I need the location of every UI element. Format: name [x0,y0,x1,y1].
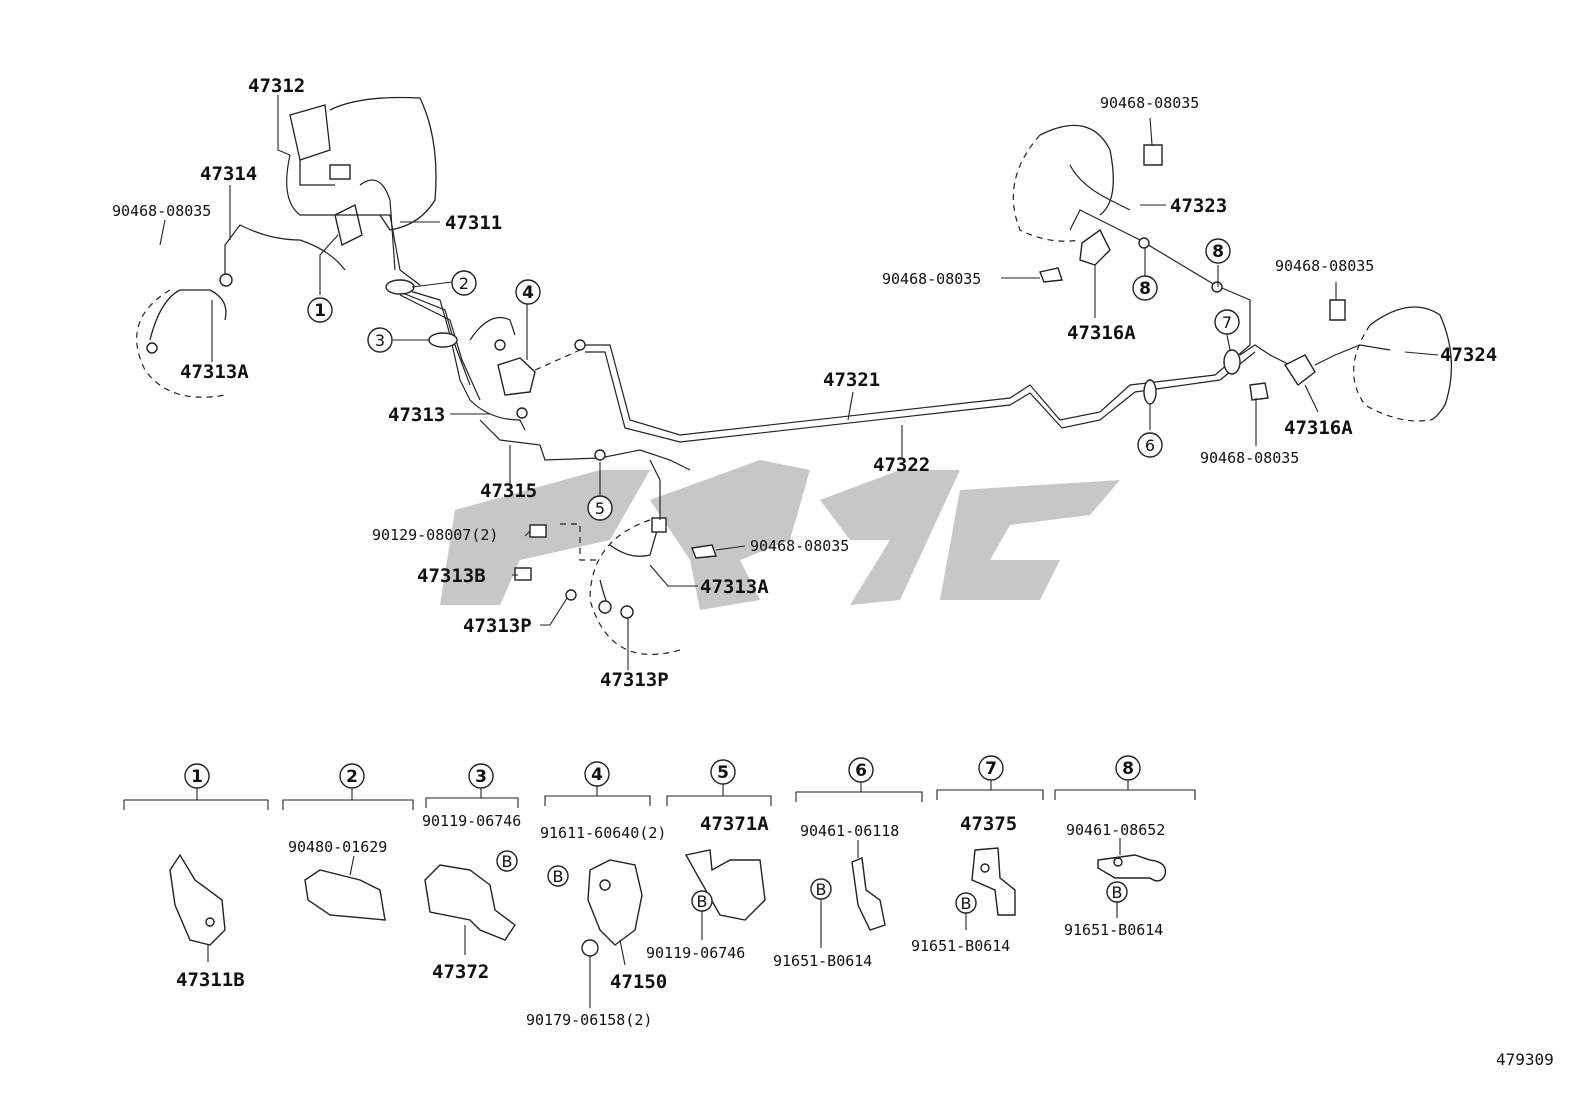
detail-4-part-91611: 91611-60640(2) [540,824,666,842]
svg-text:1: 1 [314,301,326,321]
callout-47324: 47324 [1440,344,1497,366]
callout-90468-b: 90468-08035 [750,537,849,555]
detail-8-part-90461: 90461-08652 [1066,821,1165,839]
callout-labels: 47312 47314 90468-08035 47311 47313A 473… [112,75,1497,691]
marker-2: 2 [451,270,477,296]
callout-47313P-a: 47313P [463,615,532,637]
callout-47316A-a: 47316A [1067,322,1136,344]
callout-47311: 47311 [445,212,502,234]
svg-text:B: B [697,892,708,911]
detail-7-part-91651: 91651-B0614 [911,937,1010,955]
svg-text:2: 2 [346,767,358,787]
detail-1: 1 47311B [123,763,269,991]
detail-6-part-91651: 91651-B0614 [773,952,872,970]
marker-1: 1 [307,297,333,323]
marker-4: 4 [515,279,541,305]
detail-4: 4 B 91611-60640(2) 90179-06158(2) 47150 [526,761,667,1029]
detail-8: 8 B 90461-08652 91651-B0614 [1054,755,1196,939]
detail-2: 2 90480-01629 [282,763,414,921]
master-cylinder [289,96,437,231]
callout-47313A-mid: 47313A [700,576,769,598]
marker-5: 5 [587,495,613,521]
callout-90468-e: 90468-08035 [1275,257,1374,275]
detail-3-part-90119: 90119-06746 [422,812,521,830]
svg-text:B: B [816,880,827,899]
callout-47322: 47322 [873,454,930,476]
callout-47323: 47323 [1170,195,1227,217]
callout-47313: 47313 [388,404,445,426]
callout-47321: 47321 [823,369,880,391]
callout-47315: 47315 [480,480,537,502]
marker-8b: 8 [1205,238,1231,264]
watermark-shape-4 [940,480,1120,600]
callout-90129: 90129-08007(2) [372,526,498,544]
marker-3: 3 [367,327,393,353]
detail-2-part-90480: 90480-01629 [288,838,387,856]
detail-1-part-47311B: 47311B [176,969,245,991]
svg-text:6: 6 [855,761,867,781]
rear-right-brake [1223,299,1453,422]
svg-text:B: B [961,894,972,913]
detail-3-part-47372: 47372 [432,961,489,983]
detail-5-part-90119: 90119-06746 [646,944,745,962]
callout-47313P-b: 47313P [600,669,669,691]
callout-90468-f: 90468-08035 [1200,449,1299,467]
detail-7-part-47375: 47375 [960,813,1017,835]
detail-6-part-90461: 90461-06118 [800,822,899,840]
svg-text:3: 3 [375,331,385,350]
callout-47313B: 47313B [417,565,486,587]
svg-text:2: 2 [459,274,469,293]
svg-text:8: 8 [1122,759,1134,779]
diagram-id: 479309 [1496,1050,1554,1069]
svg-text:4: 4 [591,765,603,785]
detail-4-part-47150: 47150 [610,971,667,993]
marker-8a: 8 [1132,275,1158,301]
detail-5-part-47371A: 47371A [700,813,769,835]
detail-7: 7 B 47375 91651-B0614 [911,755,1044,955]
callout-90468-d: 90468-08035 [882,270,981,288]
callout-47316A-b: 47316A [1284,417,1353,439]
proportioning-valve [494,339,586,419]
detail-5: 5 B 47371A 90119-06746 [646,759,772,962]
callout-90468-c: 90468-08035 [1100,94,1199,112]
marker-6: 6 [1137,432,1163,458]
svg-text:7: 7 [1222,313,1232,332]
detail-8-part-91651: 91651-B0614 [1064,921,1163,939]
rear-brake-lines [479,344,1256,471]
marker-circles: 1 2 3 4 5 6 7 8 8 [307,238,1240,521]
callout-47312: 47312 [248,75,305,97]
watermark-shape-2 [650,460,810,610]
callout-47313A-top: 47313A [180,361,249,383]
detail-section: 1 47311B 2 90480-01629 3 B 90119-06746 [123,755,1196,1029]
svg-text:B: B [502,852,513,871]
svg-text:5: 5 [595,499,605,518]
callout-47314: 47314 [200,163,257,185]
svg-text:B: B [1112,883,1123,902]
pipe-bundle-front [286,154,526,431]
svg-text:8: 8 [1139,279,1151,299]
svg-text:1: 1 [191,767,203,787]
svg-text:5: 5 [717,763,729,783]
svg-text:B: B [553,867,564,886]
svg-text:6: 6 [1145,436,1155,455]
front-right-brake [514,459,717,655]
leader-lines [159,95,1439,670]
detail-4-part-90179: 90179-06158(2) [526,1011,652,1029]
watermark-shape-3 [820,470,960,605]
svg-text:4: 4 [522,283,534,303]
svg-text:3: 3 [475,767,487,787]
detail-3: 3 B 90119-06746 47372 [422,763,521,983]
svg-text:7: 7 [985,759,997,779]
front-left-brake [136,224,346,398]
marker-7: 7 [1214,309,1240,335]
detail-6: 6 B 90461-06118 91651-B0614 [773,757,923,970]
rear-left-brake [1012,124,1251,345]
svg-text:8: 8 [1212,242,1224,262]
callout-90468-a: 90468-08035 [112,202,211,220]
